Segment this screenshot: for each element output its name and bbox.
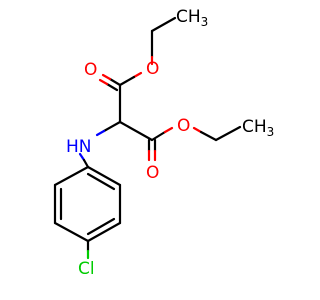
bond-o-carbonylc-top-o [132,71,143,79]
label-ch3-top: CH3 [176,7,208,29]
bond-alpha-carbonyl-right [118,120,154,142]
bond-carbonyl-o-right-c [150,130,167,142]
bond-co-top-b2 [98,78,109,86]
molecule-diagram: CH3 O O O CH3 O HN Cl [53,7,274,279]
bond-o-ch2-right-o [192,126,203,134]
bond-co-top-a2 [101,73,112,81]
bond-n-ring-c [82,158,90,169]
ring-inner-bond-2 [86,217,116,236]
ring-bond-3 [86,221,122,243]
ring-inner-bond-1 [86,172,116,191]
ring-bond-1 [86,165,122,187]
bond-alpha-n-n [95,129,106,137]
label-o-ester-top: O [146,59,159,79]
bond-carbonyl-o-right-o [163,126,174,134]
bond-o-carbonylc-top-c [118,75,136,87]
bond-ch2-ch3-top [150,16,177,33]
label-ch3-right: CH3 [242,117,274,139]
label-o-carbonyl-top: O [84,60,97,80]
bond-n-ring-n [78,152,86,162]
bond-co-top-b1 [105,82,119,92]
bond-alpha-n-c [102,120,122,133]
bond-ch2-ch3-right [214,125,242,142]
label-nh: HN [66,137,92,157]
ring-bond-4 [53,221,90,243]
label-o-carbonyl-bottom: O [146,163,159,183]
structure-canvas: CH3 O O O CH3 O HN Cl [53,7,274,279]
ring-bond-6 [53,165,90,187]
bond-co-top-a1 [108,77,122,87]
label-o-ester-right: O [177,116,190,136]
label-cl: Cl [78,259,95,279]
bond-o-ch2-right-c [199,130,218,142]
